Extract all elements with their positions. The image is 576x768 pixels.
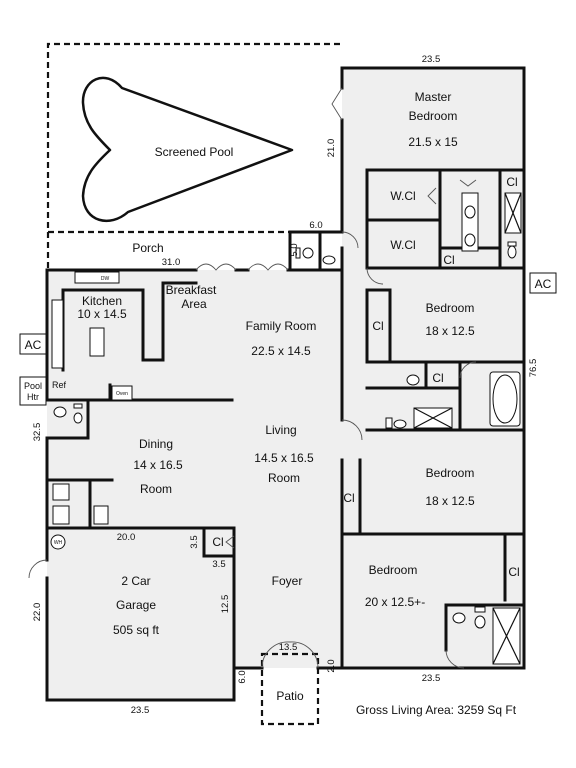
dim-garage-top: 20.0 (117, 532, 136, 543)
dining-size: 14 x 16.5 (133, 458, 183, 472)
dim-bottom-right: 23.5 (422, 673, 441, 684)
bedroom-4-label: Bedroom (369, 563, 418, 577)
family-room-label: Family Room (246, 319, 317, 333)
pool-enclosure (46, 42, 340, 270)
dim-closet-height: 3.5 (189, 535, 200, 548)
master-bedroom-label-1: Master (415, 90, 452, 104)
dim-porch-bath-height: 5.0 (289, 243, 300, 256)
doors (28, 87, 477, 669)
dishwasher-label: DW (101, 276, 110, 282)
pool-heater-label-2: Htr (27, 392, 39, 402)
dim-garage-left: 22.0 (32, 603, 43, 622)
dining-label: Dining (139, 437, 173, 451)
dining-room-label: Room (140, 482, 172, 496)
dim-left-side: 32.5 (32, 423, 43, 442)
interior-walls (45, 168, 526, 652)
bedroom-2-size: 18 x 12.5 (425, 324, 475, 338)
closet-label-garage: Cl (212, 535, 223, 549)
living-label: Living (265, 423, 296, 437)
dim-patio-width: 13.5 (279, 642, 298, 653)
gross-living-area: Gross Living Area: 3259 Sq Ft (356, 703, 517, 717)
breakfast-label-2: Area (181, 297, 207, 311)
fixtures (19, 192, 557, 665)
closet-label-bedroom-2: Cl (372, 319, 383, 333)
patio-outline (260, 652, 320, 726)
screened-pool-label: Screened Pool (155, 145, 234, 159)
dim-right-side: 76.5 (528, 359, 539, 378)
family-room-size: 22.5 x 14.5 (251, 344, 311, 358)
ac-label-left: AC (25, 338, 42, 352)
dim-closet-width: 3.5 (212, 559, 225, 570)
breakfast-label-1: Breakfast (166, 283, 217, 297)
kitchen-size: 10 x 14.5 (77, 307, 127, 321)
pool-heater-label-1: Pool (24, 381, 42, 391)
closet-label-master-hall: Cl (443, 253, 454, 267)
bedroom-2-label: Bedroom (426, 301, 475, 315)
kitchen-label: Kitchen (82, 294, 122, 308)
bedroom-3-label: Bedroom (426, 466, 475, 480)
closet-label-bedroom-4: Cl (508, 565, 519, 579)
wcl-label-1: W.Cl (390, 189, 415, 203)
foyer-label: Foyer (272, 574, 303, 588)
dim-top-master: 23.5 (422, 54, 441, 65)
dim-step: 2.0 (326, 659, 337, 672)
living-size: 14.5 x 16.5 (254, 451, 314, 465)
heart-pool (81, 76, 294, 222)
porch-label: Porch (132, 241, 163, 255)
bedroom-3-size: 18 x 12.5 (425, 494, 475, 508)
oven-label: Oven (116, 391, 128, 397)
garage-size: 505 sq ft (113, 623, 160, 637)
garage-label-1: 2 Car (121, 574, 150, 588)
bedroom-4-size: 20 x 12.5+- (365, 595, 425, 609)
dim-garage-inner: 12.5 (220, 595, 231, 614)
water-heater-label: WH (54, 540, 63, 546)
dim-left-master: 21.0 (326, 139, 337, 158)
closet-label-bedroom-3: Cl (343, 491, 354, 505)
patio-label: Patio (276, 689, 304, 703)
closet-label-bath-2: Cl (432, 371, 443, 385)
garage-label-2: Garage (116, 598, 156, 612)
dim-garage-bottom: 23.5 (131, 705, 150, 716)
master-bedroom-size: 21.5 x 15 (408, 135, 458, 149)
living-room-label: Room (268, 471, 300, 485)
closet-label-master-bath: Cl (506, 175, 517, 189)
ac-label-right: AC (535, 277, 552, 291)
porch-dimension: 31.0 (162, 257, 181, 268)
refrigerator-label: Ref (52, 380, 67, 390)
wcl-label-2: W.Cl (390, 238, 415, 252)
dim-porch-bath-width: 6.0 (309, 220, 322, 231)
dim-patio-depth: 6.0 (237, 670, 248, 683)
master-bedroom-label-2: Bedroom (409, 109, 458, 123)
